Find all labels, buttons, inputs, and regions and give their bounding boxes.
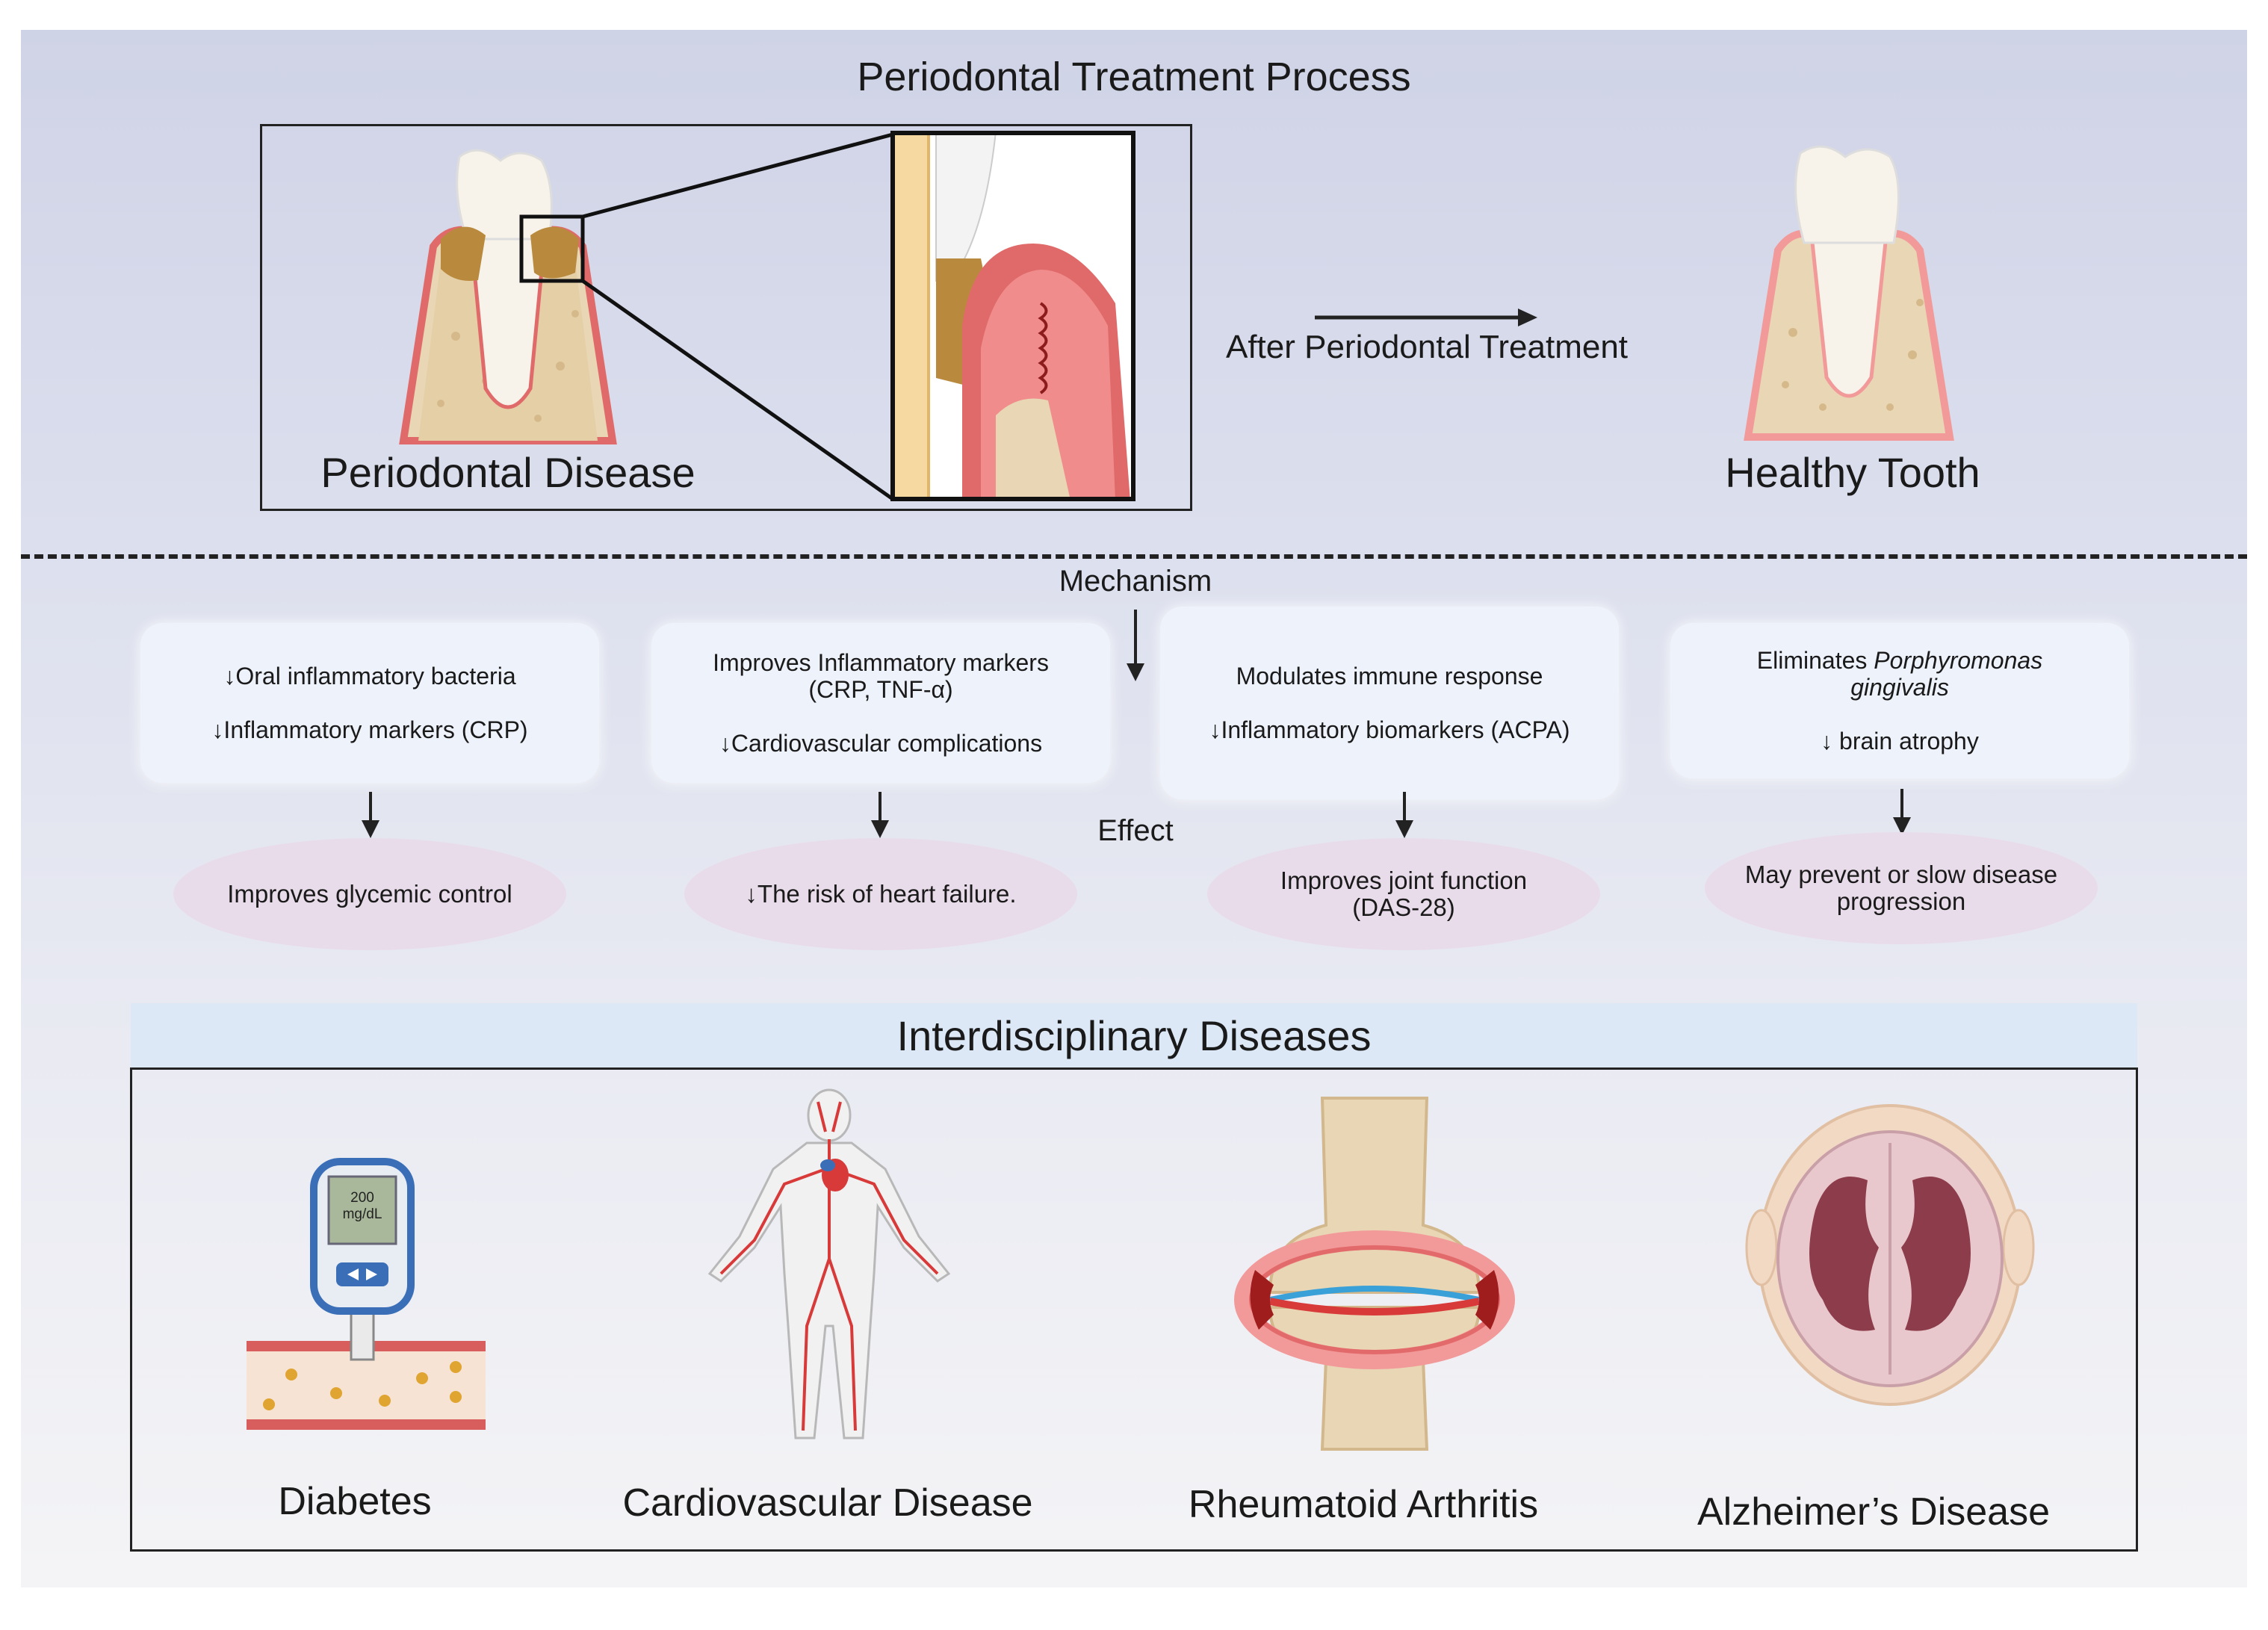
meter-display: 200 mg/dL [329, 1190, 396, 1223]
effect-ellipse-cardiovascular: ↓The risk of heart failure. [684, 838, 1077, 950]
healthy-tooth-label: Healthy Tooth [1725, 449, 1980, 496]
interdisciplinary-title: Interdisciplinary Diseases [131, 1003, 2137, 1067]
disease-label-diabetes: Diabetes [278, 1480, 432, 1523]
mechanism-line: Modulates immune response [1236, 663, 1543, 690]
human-body-circulation-icon [707, 1088, 951, 1440]
effect-ellipse-diabetes: Improves glycemic control [173, 838, 566, 950]
mechanism-label: Mechanism [1059, 565, 1212, 598]
treatment-arrow [1315, 309, 1537, 326]
diseases-panel [130, 1067, 2138, 1552]
mechanism-italic-text: gingivalis [1850, 674, 1949, 701]
periodontal-disease-label: Periodontal Disease [320, 449, 695, 496]
effect-label: Effect [1097, 814, 1174, 847]
disease-label-cardiovascular: Cardiovascular Disease [622, 1481, 1033, 1525]
mechanism-box-cardiovascular: Improves Inflammatory markers (CRP, TNF-… [651, 623, 1110, 783]
glucose-meter-icon [247, 1158, 486, 1430]
effect-text: (DAS-28) [1352, 893, 1455, 921]
meter-value: 200 [350, 1190, 374, 1206]
mechanism-line: ↓ brain atrophy [1821, 728, 1979, 754]
diseased-tooth-illustration [399, 149, 617, 444]
effect-ellipse-arthritis: Improves joint function (DAS-28) [1207, 838, 1600, 950]
effect-text: Improves glycemic control [227, 880, 512, 908]
mechanism-line: ↓Inflammatory markers (CRP) [211, 716, 528, 743]
mechanism-italic-text: Porphyromonas [1874, 647, 2043, 674]
figure-title: Periodontal Treatment Process [857, 55, 1411, 99]
brain-atrophy-icon [1745, 1104, 2035, 1406]
zoom-inset-gum-pocket [890, 131, 1135, 501]
mechanism-line: Eliminates Porphyromonas [1757, 647, 2042, 674]
effect-text: May prevent or slow disease [1744, 861, 2058, 888]
meter-unit: mg/dL [342, 1206, 382, 1222]
mechanism-box-arthritis: Modulates immune response ↓Inflammatory … [1160, 607, 1619, 799]
section-divider [21, 554, 2247, 559]
mechanism-line: Improves Inflammatory markers [713, 649, 1049, 676]
effect-ellipse-alzheimers: May prevent or slow disease progression [1705, 832, 2098, 944]
disease-panel [260, 124, 1192, 511]
mechanism-box-alzheimers: Eliminates Porphyromonas gingivalis ↓ br… [1670, 623, 2129, 778]
disease-label-arthritis: Rheumatoid Arthritis [1188, 1483, 1539, 1526]
mechanism-line: gingivalis [1850, 674, 1949, 701]
after-treatment-label: After Periodontal Treatment [1225, 329, 1629, 365]
effect-text: ↓The risk of heart failure. [745, 880, 1017, 908]
mechanism-line: ↓Inflammatory biomarkers (ACPA) [1209, 716, 1570, 743]
mechanism-line: ↓Cardiovascular complications [719, 730, 1043, 757]
effect-text: progression [1836, 887, 1966, 915]
mechanism-line: ↓Oral inflammatory bacteria [223, 663, 516, 690]
healthy-tooth-illustration [1744, 145, 1954, 441]
mechanism-box-diabetes: ↓Oral inflammatory bacteria ↓Inflammator… [140, 623, 599, 783]
knee-joint-icon [1234, 1097, 1515, 1451]
disease-label-alzheimers: Alzheimer’s Disease [1697, 1490, 2051, 1534]
mechanism-text: Eliminates [1756, 647, 1874, 674]
mechanism-line: (CRP, TNF-α) [808, 676, 953, 703]
effect-text: Improves joint function [1280, 867, 1528, 894]
